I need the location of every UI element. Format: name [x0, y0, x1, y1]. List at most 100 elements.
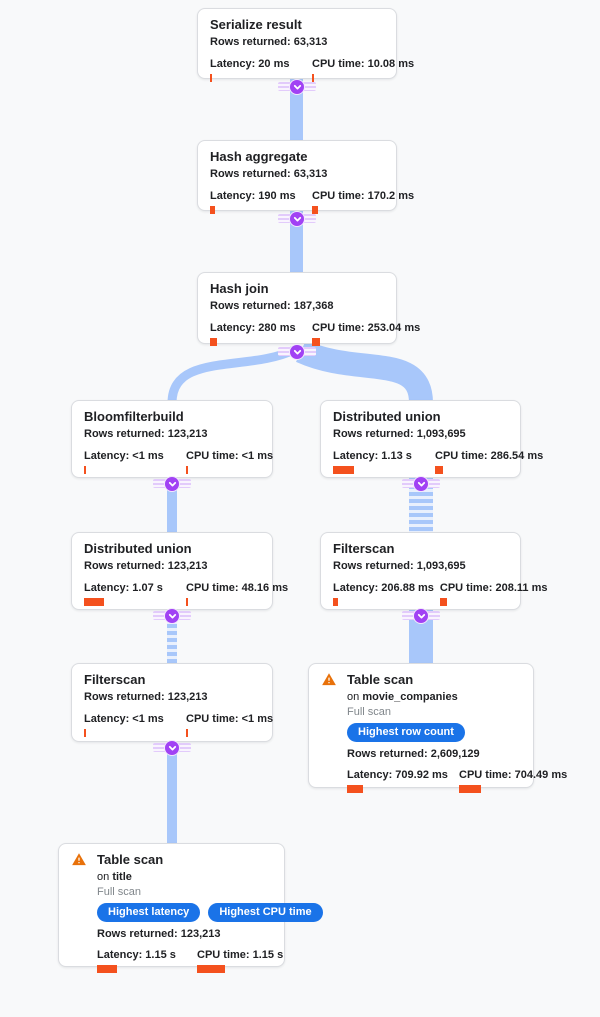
rows-returned: Rows returned: 2,609,129 [347, 748, 480, 760]
metrics-row: Latency: <1 ms CPU time: <1 ms [84, 450, 273, 474]
table-name: title [112, 871, 132, 883]
latency-metric: Latency: <1 ms [84, 450, 172, 474]
cpu-time-bar [312, 338, 320, 346]
latency-metric: Latency: 280 ms [210, 322, 298, 346]
plan-node-table-scan-movie-companies[interactable]: Table scan on movie_companies Full scan … [308, 663, 567, 793]
cpu-metric: CPU time: 48.16 ms [186, 582, 288, 606]
highest-cpu-time-badge: Highest CPU time [208, 903, 323, 922]
cpu-time-bar [459, 785, 481, 793]
plan-node-distributed-union-left[interactable]: Distributed union Rows returned: 123,213… [71, 532, 288, 610]
collapse-node-button[interactable] [165, 477, 179, 491]
table-name: movie_companies [362, 691, 458, 703]
node-title: Hash aggregate [210, 149, 308, 164]
cpu-time-bar [197, 965, 225, 973]
chevron-down-icon [417, 481, 425, 486]
collapse-node-button[interactable] [290, 80, 304, 94]
cpu-time-label: CPU time: 170.2 ms [312, 190, 415, 202]
latency-bar [84, 466, 86, 474]
cpu-time-label: CPU time: <1 ms [186, 450, 274, 462]
cpu-metric: CPU time: 208.11 ms [439, 582, 548, 606]
rows-returned: Rows returned: 123,213 [97, 928, 221, 940]
latency-label: Latency: <1 ms [84, 450, 164, 462]
cpu-time-label: CPU time: 208.11 ms [439, 582, 548, 594]
latency-label: Latency: 709.92 ms [347, 769, 448, 781]
collapse-node-button[interactable] [290, 212, 304, 226]
latency-bar [333, 466, 354, 474]
node-title: Filterscan [84, 672, 146, 687]
latency-label: Latency: 1.15 s [97, 949, 176, 961]
node-body: on title Full scan Highest latency Highe… [97, 870, 323, 973]
highest-latency-badge: Highest latency [97, 903, 201, 922]
metrics-row: Latency: 280 ms CPU time: 253.04 ms [210, 322, 420, 346]
cpu-time-bar [435, 466, 443, 474]
plan-node-serialize-result[interactable]: Serialize result Rows returned: 63,313 L… [197, 8, 414, 82]
edge-bloomfilterbuild-to-distributed-union [167, 478, 177, 533]
latency-metric: Latency: 20 ms [210, 58, 298, 82]
latency-label: Latency: 206.88 ms [333, 582, 434, 594]
on-prefix: on [97, 871, 110, 883]
rows-returned: Rows returned: 123,213 [84, 428, 208, 440]
metrics-row: Latency: 206.88 ms CPU time: 208.11 ms [333, 582, 548, 606]
collapse-node-button[interactable] [290, 345, 304, 359]
scan-type: Full scan [97, 886, 142, 898]
node-header: Table scan [71, 852, 272, 868]
cpu-time-label: CPU time: 10.08 ms [312, 58, 415, 70]
cpu-metric: CPU time: 10.08 ms [312, 58, 414, 82]
node-title: Bloomfilterbuild [84, 409, 184, 424]
edge-hashjoin-to-bloomfilterbuild [167, 345, 296, 404]
latency-label: Latency: 1.13 s [333, 450, 412, 462]
latency-bar [210, 206, 215, 214]
latency-bar [210, 74, 212, 82]
chevron-down-icon [168, 613, 176, 618]
metrics-row: Latency: 1.13 s CPU time: 286.54 ms [333, 450, 543, 474]
cpu-time-label: CPU time: 48.16 ms [186, 582, 289, 594]
node-body: on movie_companies Full scan Highest row… [347, 690, 567, 793]
collapse-node-button[interactable] [165, 741, 179, 755]
scan-type: Full scan [347, 706, 392, 718]
latency-bar [333, 598, 338, 606]
plan-node-table-scan-title[interactable]: Table scan on title Full scan Highest la… [58, 843, 323, 973]
edge-serialize-to-hashaggregate [290, 79, 303, 141]
badges-row: Highest row count [347, 723, 521, 742]
latency-metric: Latency: 1.07 s [84, 582, 172, 606]
metrics-row: Latency: 709.92 ms CPU time: 704.49 ms [347, 769, 567, 793]
scan-target: on movie_companies [347, 690, 521, 704]
cpu-metric: CPU time: 704.49 ms [459, 769, 567, 793]
latency-metric: Latency: 1.13 s [333, 450, 421, 474]
highest-row-count-badge: Highest row count [347, 723, 465, 742]
plan-node-distributed-union-right[interactable]: Distributed union Rows returned: 1,093,6… [320, 400, 543, 478]
node-title: Table scan [97, 852, 164, 867]
chevron-down-icon [168, 481, 176, 486]
node-title: Distributed union [84, 541, 192, 556]
plan-node-bloomfilterbuild[interactable]: Bloomfilterbuild Rows returned: 123,213 … [71, 400, 273, 478]
chevron-down-icon [168, 745, 176, 750]
collapse-node-button[interactable] [414, 609, 428, 623]
node-title: Hash join [210, 281, 269, 296]
latency-label: Latency: 20 ms [210, 58, 290, 70]
plan-node-hash-aggregate[interactable]: Hash aggregate Rows returned: 63,313 Lat… [197, 140, 414, 214]
rows-returned: Rows returned: 1,093,695 [333, 428, 466, 440]
warning-icon [72, 853, 86, 866]
cpu-time-bar [439, 598, 447, 606]
collapse-node-button[interactable] [165, 609, 179, 623]
plan-node-hash-join[interactable]: Hash join Rows returned: 187,368 Latency… [197, 272, 420, 346]
plan-node-filterscan-left[interactable]: Filterscan Rows returned: 123,213 Latenc… [71, 663, 273, 742]
node-title: Filterscan [333, 541, 395, 556]
metrics-row: Latency: 1.15 s CPU time: 1.15 s [97, 949, 283, 973]
scan-target: on title [97, 870, 272, 884]
cpu-time-label: CPU time: 286.54 ms [435, 450, 544, 462]
cpu-metric: CPU time: <1 ms [186, 450, 273, 474]
cpu-metric: CPU time: 286.54 ms [435, 450, 543, 474]
latency-label: Latency: 280 ms [210, 322, 296, 334]
cpu-time-bar [312, 206, 318, 214]
metrics-row: Latency: 1.07 s CPU time: 48.16 ms [84, 582, 288, 606]
node-title: Distributed union [333, 409, 441, 424]
cpu-time-label: CPU time: 1.15 s [197, 949, 284, 961]
cpu-metric: CPU time: <1 ms [186, 713, 273, 737]
plan-node-filterscan-right[interactable]: Filterscan Rows returned: 1,093,695 Late… [320, 532, 548, 610]
rows-returned: Rows returned: 123,213 [84, 560, 208, 572]
collapse-node-button[interactable] [414, 477, 428, 491]
cpu-metric: CPU time: 1.15 s [197, 949, 283, 973]
cpu-metric: CPU time: 170.2 ms [312, 190, 414, 214]
